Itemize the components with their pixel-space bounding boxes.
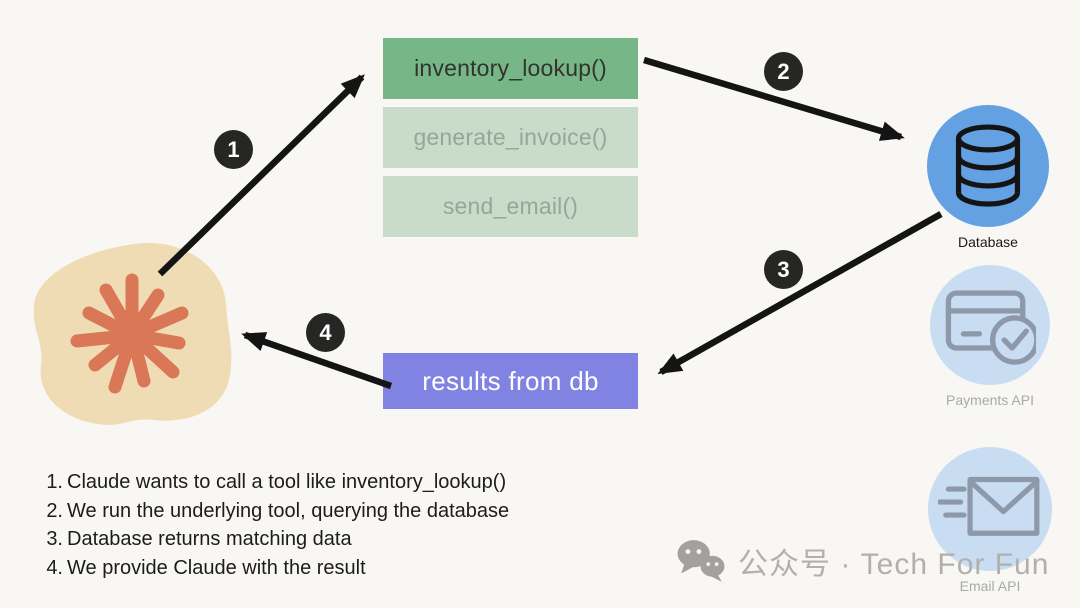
- service-label: Email API: [959, 578, 1021, 594]
- step-badge-3: 3: [764, 250, 803, 289]
- service-payments-api: Payments API: [930, 265, 1050, 408]
- tool-box-send-email: send_email(): [383, 176, 638, 237]
- service-database: Database: [927, 105, 1049, 250]
- step-badge-1: 1: [214, 130, 253, 169]
- claude-starburst-icon: [33, 242, 232, 425]
- service-email-api: Email API: [928, 447, 1052, 594]
- tool-label: inventory_lookup(): [414, 55, 607, 81]
- claude-logo: [28, 236, 240, 428]
- envelope-send-icon: [938, 476, 1040, 536]
- tool-box-inventory-lookup: inventory_lookup(): [383, 38, 638, 99]
- steps-legend: 1. Claude wants to call a tool like inve…: [36, 468, 509, 582]
- result-box: results from db: [383, 353, 638, 409]
- arrow-step-3: [657, 211, 943, 375]
- step-badge-4: 4: [306, 313, 345, 352]
- watermark-text: 公众号 · Tech For Fun: [738, 548, 1050, 581]
- service-label: Database: [958, 234, 1018, 250]
- service-label: Payments API: [946, 392, 1034, 408]
- result-label: results from db: [422, 365, 599, 396]
- legend-item: 2. We run the underlying tool, querying …: [46, 499, 510, 522]
- wechat-icon: [677, 540, 725, 582]
- watermark: 公众号 · Tech For Fun: [676, 539, 1049, 583]
- tool-label: generate_invoice(): [413, 124, 608, 150]
- credit-card-check-icon: [945, 290, 1036, 365]
- step-badge-2: 2: [764, 52, 803, 91]
- tool-label: send_email(): [442, 193, 579, 219]
- tool-box-generate-invoice: generate_invoice(): [383, 107, 638, 168]
- database-cylinder-icon: [955, 124, 1021, 207]
- legend-item: 4. We provide Claude with the result: [46, 556, 366, 579]
- legend-item: 3. Database returns matching data: [46, 528, 352, 550]
- legend-item: 1. Claude wants to call a tool like inve…: [46, 471, 507, 493]
